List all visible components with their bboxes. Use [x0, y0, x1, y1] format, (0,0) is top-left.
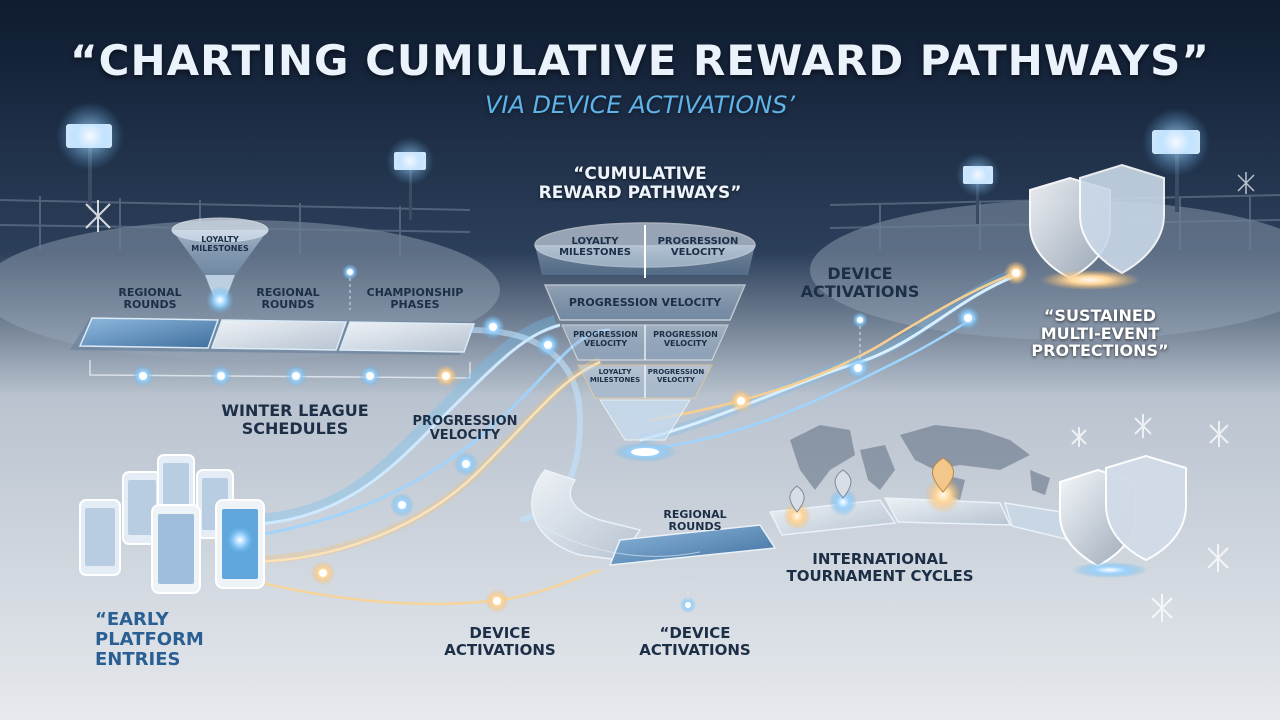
stadium-floor-right	[810, 200, 1280, 340]
sustained-protections-label: “SUSTAINED MULTI-EVENT PROTECTIONS”	[1031, 306, 1169, 361]
device-activations-quote-label: “DEVICE ACTIVATIONS	[639, 624, 751, 659]
funnel-segment-lower-left: PROGRESSION VELOCITY	[573, 330, 638, 348]
location-pin-icon	[783, 485, 811, 530]
mini-funnel-label: LOYALTY MILESTONES	[191, 235, 249, 253]
mini-funnel	[171, 217, 269, 314]
regional-rounds-lower-label: REGIONAL ROUNDS	[663, 508, 727, 534]
smartphone-icon	[79, 499, 121, 576]
international-tournament-label: INTERNATIONAL TOURNAMENT CYCLES	[786, 550, 974, 585]
stadium-light-icon	[956, 153, 1000, 224]
snowflake-icon	[85, 200, 111, 232]
device-activations-bottom-label: DEVICE ACTIVATIONS	[444, 624, 556, 659]
smartphone-icon	[151, 504, 201, 594]
stadium-light-icon	[1142, 108, 1210, 212]
track-tile-regional-lower	[608, 524, 777, 566]
track-nodes	[132, 365, 457, 387]
track-stage-2-label: REGIONAL ROUNDS	[256, 286, 320, 312]
flow-nodes	[311, 261, 1028, 613]
track-tile-regional-2	[210, 319, 348, 351]
snowflake-icon	[1207, 544, 1229, 572]
location-pin-icon	[829, 469, 857, 516]
winter-league-caption: WINTER LEAGUE SCHEDULES	[221, 401, 369, 438]
track-stage-3-label: CHAMPIONSHIP PHASES	[366, 286, 464, 312]
progression-velocity-label: PROGRESSION VELOCITY	[412, 414, 518, 444]
snowflake-icon	[1134, 414, 1152, 438]
funnel-segment-loyalty: LOYALTY MILESTONES	[559, 236, 631, 258]
page-subtitle: VIA DEVICE ACTIVATIONS’	[484, 91, 796, 119]
track-stage-1-label: REGIONAL ROUNDS	[118, 286, 182, 312]
stadium-light-icon	[56, 102, 124, 210]
stadium-light-icon	[386, 137, 434, 220]
node-stems	[349, 278, 861, 600]
snowflake-icon	[1071, 427, 1087, 447]
location-pin-icon	[925, 457, 961, 513]
snowflake-icon	[1237, 172, 1255, 194]
lower-track	[531, 469, 1082, 566]
world-map-icon	[790, 425, 1050, 500]
snowflake-icon	[1151, 594, 1173, 622]
track-tile-regional-1	[78, 317, 220, 349]
shield-icon	[1029, 163, 1165, 290]
track-tile-championship	[338, 321, 476, 353]
device-activations-top-label: DEVICE ACTIVATIONS	[800, 264, 920, 301]
shield-icon	[1059, 454, 1187, 578]
page-title: “CHARTING CUMULATIVE REWARD PATHWAYS”	[70, 36, 1210, 85]
early-platform-entries-label: “EARLY PLATFORM ENTRIES	[95, 609, 204, 670]
funnel-title: “CUMULATIVE REWARD PATHWAYS”	[538, 164, 742, 203]
snowflake-icon	[1209, 421, 1229, 447]
funnel-segment-lower-right: PROGRESSION VELOCITY	[653, 330, 718, 348]
smartphone-icon	[215, 499, 265, 589]
winter-league-track	[70, 317, 476, 379]
gold-flow-streams	[244, 270, 1019, 606]
funnel-segment-progression-mid: PROGRESSION VELOCITY	[568, 296, 722, 309]
funnel-segment-bottom-right: PROGRESSION VELOCITY	[647, 368, 705, 384]
funnel-segment-progression-top: PROGRESSION VELOCITY	[657, 236, 739, 258]
funnel-segment-bottom-left: LOYALTY MILESTONES	[589, 368, 641, 384]
main-funnel	[534, 222, 756, 462]
